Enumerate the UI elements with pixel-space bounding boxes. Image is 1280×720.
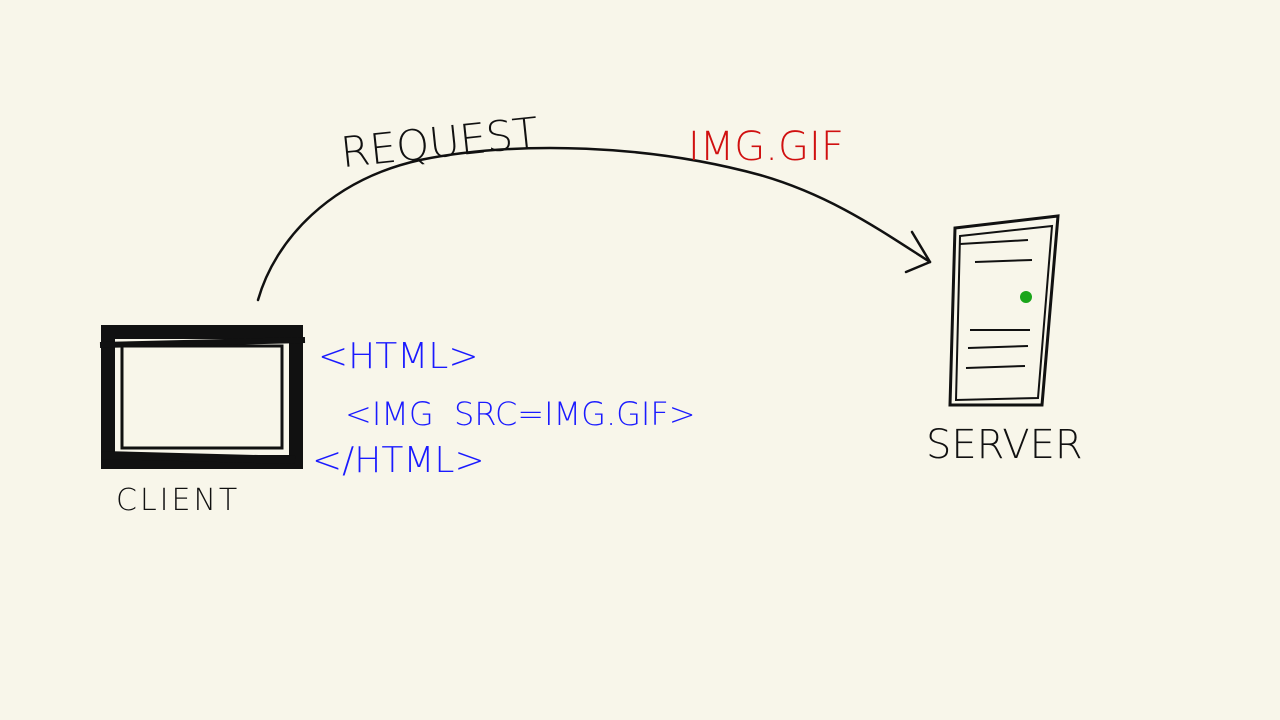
request-label: REQUEST bbox=[338, 108, 540, 177]
arrowhead-icon bbox=[904, 230, 932, 274]
code-line-html-close: </HTML> bbox=[312, 440, 485, 481]
server-led-icon bbox=[1020, 291, 1032, 303]
resource-label: IMG.GIF bbox=[688, 124, 844, 170]
server-tower-icon bbox=[948, 214, 1060, 407]
server-label: SERVER bbox=[926, 422, 1083, 468]
client-monitor-icon bbox=[99, 325, 306, 469]
client-label: CLIENT bbox=[116, 483, 240, 518]
code-line-html-open: <HTML> bbox=[318, 336, 479, 377]
code-line-img: <IMG SRC=IMG.GIF> bbox=[345, 395, 696, 433]
request-arrow bbox=[256, 146, 932, 302]
